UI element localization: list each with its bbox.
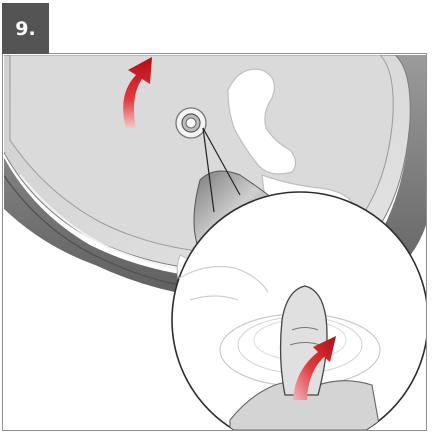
screw-hole-icon	[176, 108, 206, 138]
magnifier-circle-icon	[172, 192, 428, 435]
step-header	[49, 3, 427, 54]
step-number-badge: 9.	[2, 3, 49, 54]
step-number: 9.	[15, 18, 35, 40]
